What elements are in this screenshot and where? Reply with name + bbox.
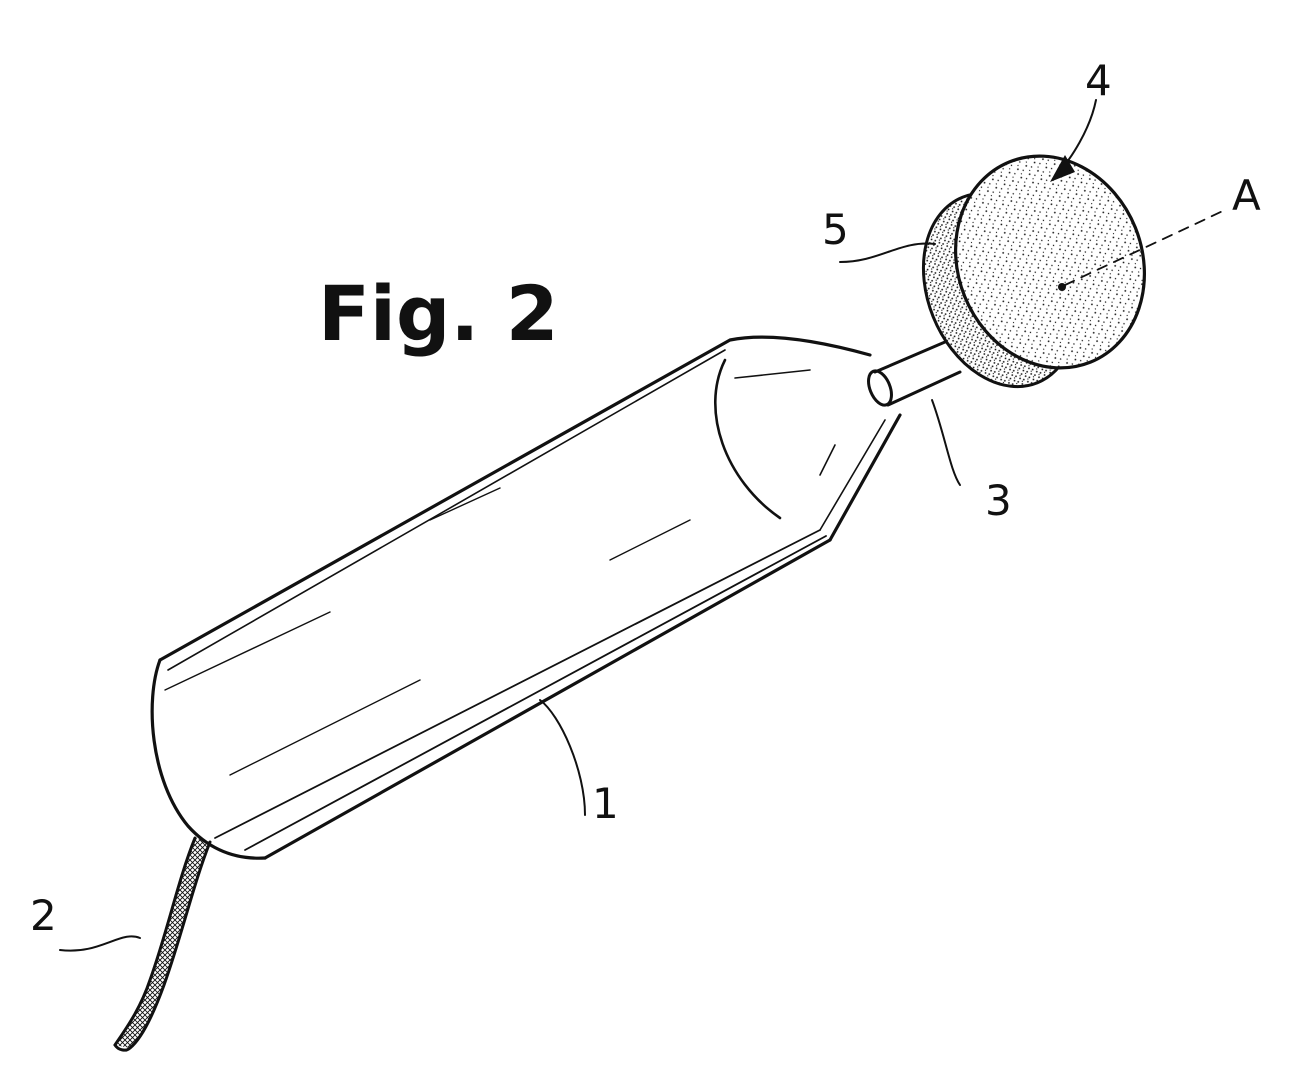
label-3: 3 <box>985 476 1012 525</box>
label-1: 1 <box>592 779 619 828</box>
cord <box>113 836 212 1052</box>
figure-title: Fig. 2 <box>318 269 559 358</box>
leader-2 <box>59 935 141 952</box>
main-body <box>150 335 902 860</box>
leader-5 <box>839 242 936 263</box>
arrow-4 <box>1050 155 1075 182</box>
shaft <box>867 340 962 407</box>
label-axis-a: A <box>1232 171 1261 220</box>
leader-3 <box>931 399 961 486</box>
axis-line <box>1064 209 1226 286</box>
label-5: 5 <box>822 205 849 254</box>
head <box>921 154 1147 389</box>
leader-1 <box>539 699 586 816</box>
label-4: 4 <box>1085 56 1112 105</box>
label-2: 2 <box>30 891 57 940</box>
